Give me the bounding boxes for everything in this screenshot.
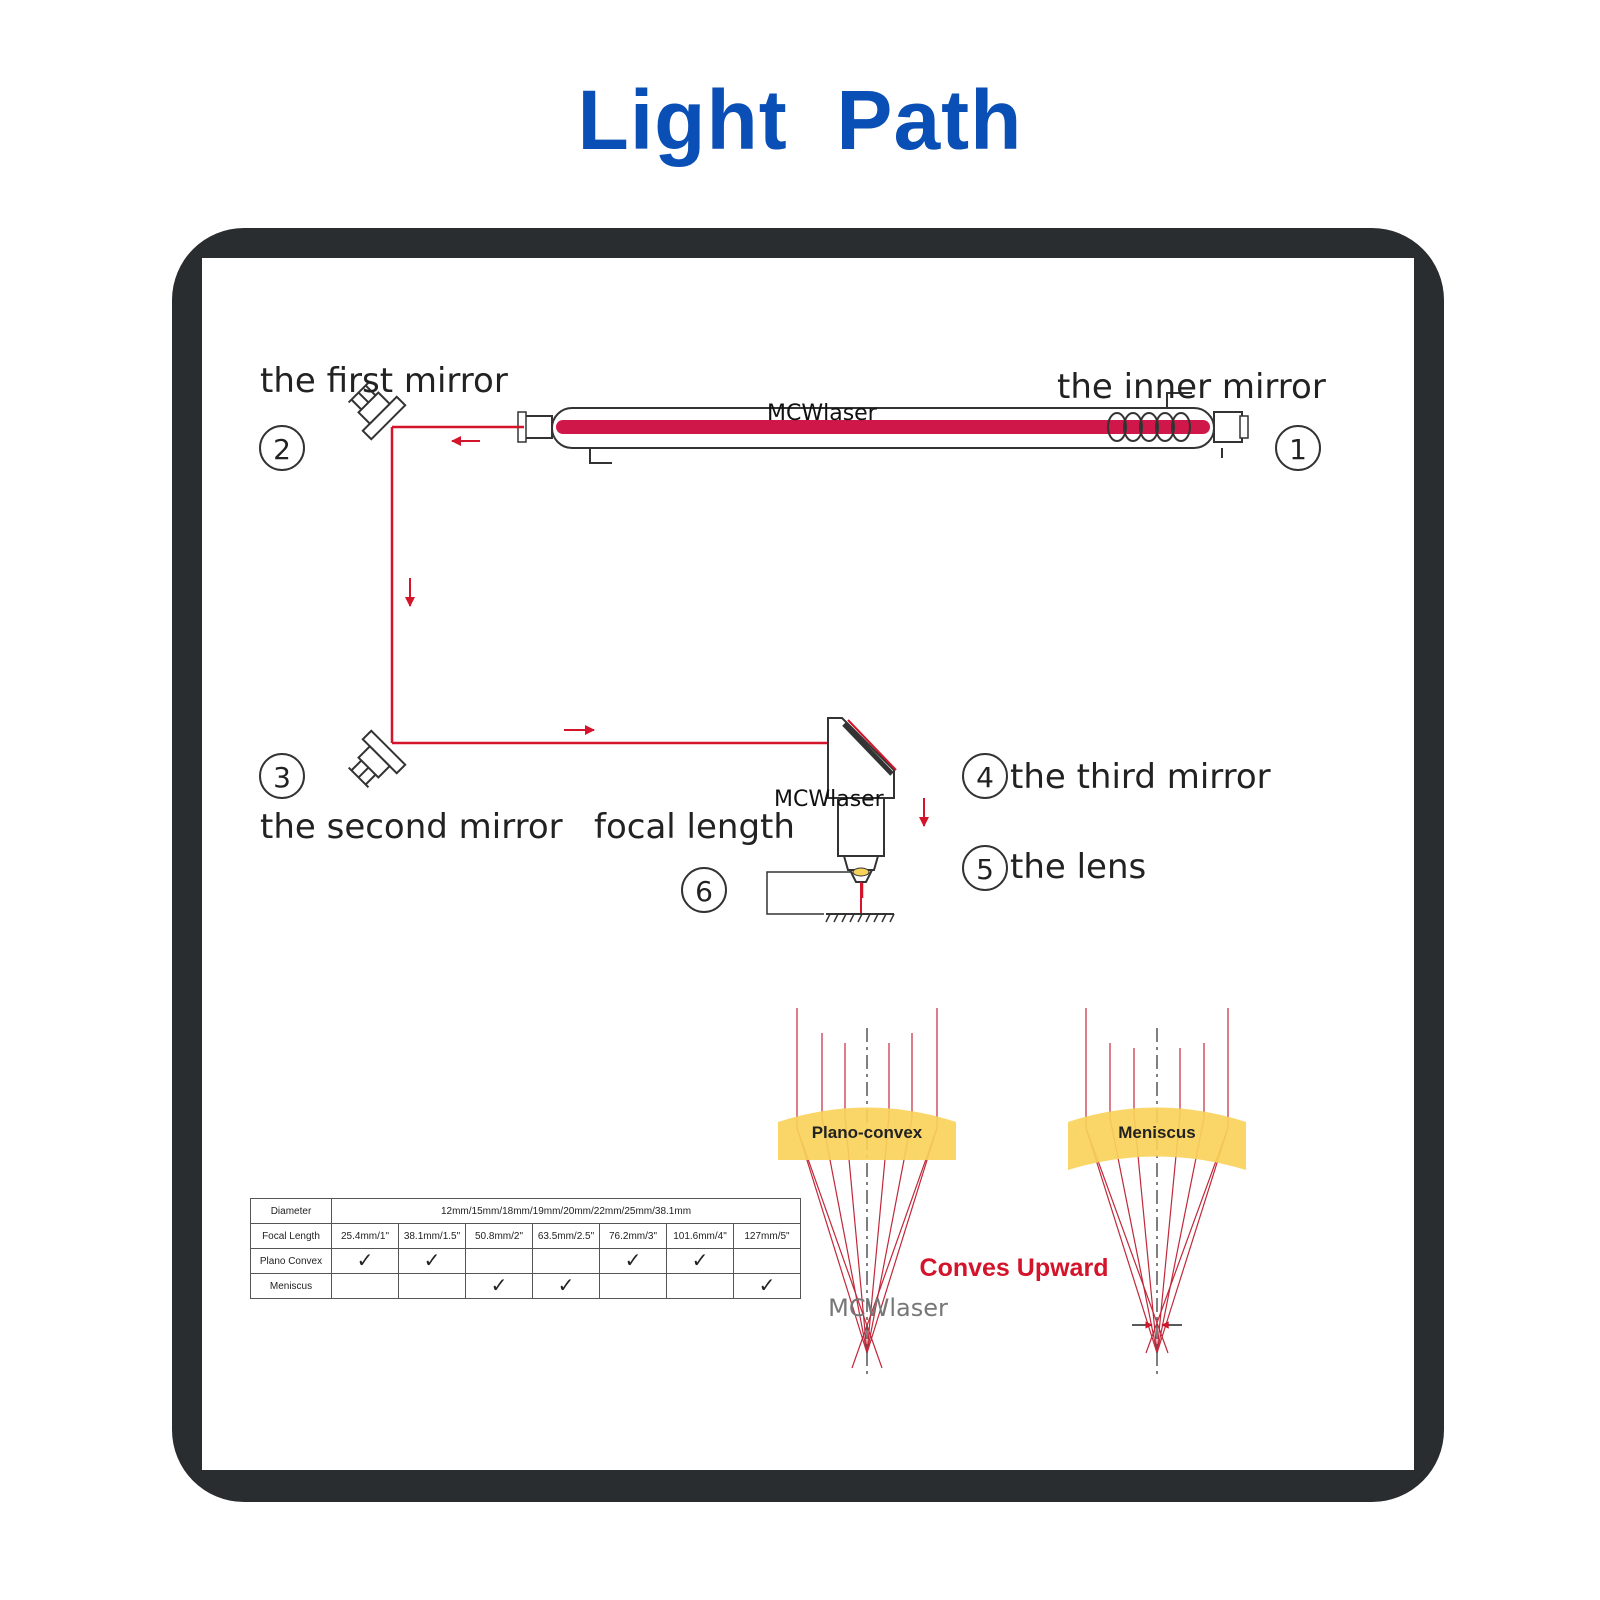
svg-text:3: 3 [273,761,291,794]
conves-upward-note: Conves Upward [920,1254,1109,1282]
check-cell: ✓ [398,1248,466,1274]
check-cell [666,1273,734,1299]
check-cell [599,1273,667,1299]
table-row: Meniscus ✓ ✓ ✓ [250,1273,801,1299]
second-mirror [347,729,407,789]
table-cell: 76.2mm/3" [599,1223,667,1249]
tube-coil [1107,412,1191,442]
check-cell: ✓ [599,1248,667,1274]
page-title: Light Path [577,73,1023,167]
table-row: Diameter 12mm/15mm/18mm/19mm/20mm/22mm/2… [250,1198,801,1224]
badge-2: 2 [259,425,305,471]
check-cell [733,1248,801,1274]
label-inner-mirror: the inner mirror [1057,367,1326,407]
table-header: Plano Convex [250,1248,332,1274]
watermark: MCWlaser [767,401,878,426]
badge-5: 5 [962,845,1008,891]
plano-convex-label: Plano-convex [812,1123,923,1142]
focus-lens [852,867,870,877]
table-cell: 25.4mm/1" [331,1223,399,1249]
focal-length-bracket [766,871,850,915]
meniscus-label: Meniscus [1118,1123,1195,1142]
laser-tube [517,392,1249,464]
badge-1: 1 [1275,425,1321,471]
check-cell: ✓ [733,1273,801,1299]
table-header: Meniscus [250,1273,332,1299]
table-header: Diameter [250,1198,332,1224]
table-cell: 101.6mm/4" [666,1223,734,1249]
badge-3: 3 [259,753,305,799]
diagram-frame: MCWlaser [172,228,1444,1502]
svg-text:1: 1 [1289,433,1307,466]
check-cell: ✓ [666,1248,734,1274]
check-cell: ✓ [465,1273,533,1299]
check-cell [532,1248,600,1274]
svg-text:6: 6 [695,875,713,908]
meniscus-diagram: Meniscus [1068,1008,1246,1378]
check-cell: ✓ [532,1273,600,1299]
label-lens: the lens [1010,847,1146,887]
badge-4: 4 [962,753,1008,799]
svg-text:5: 5 [976,853,994,886]
table-cell: 50.8mm/2" [465,1223,533,1249]
check-cell [331,1273,399,1299]
badge-6: 6 [681,867,727,913]
watermark: MCWlaser [774,787,885,812]
svg-text:2: 2 [273,433,291,466]
lens-spec-table: Diameter 12mm/15mm/18mm/19mm/20mm/22mm/2… [250,1198,801,1299]
table-cell: 38.1mm/1.5" [398,1223,466,1249]
table-cell: 127mm/5" [733,1223,801,1249]
label-first-mirror: the first mirror [260,361,508,401]
label-second-mirror: the second mirror [260,807,563,847]
tube-core [556,420,1210,434]
label-third-mirror: the third mirror [1010,757,1271,797]
table-cell: 12mm/15mm/18mm/19mm/20mm/22mm/25mm/38.1m… [331,1198,801,1224]
check-cell: ✓ [331,1248,399,1274]
label-focal-length: focal length [594,807,795,847]
svg-text:4: 4 [976,761,994,794]
watermark: MCWlaser [828,1294,948,1322]
table-row: Plano Convex ✓ ✓ ✓ ✓ [250,1248,801,1274]
table-row: Focal Length 25.4mm/1" 38.1mm/1.5" 50.8m… [250,1223,801,1249]
laser-head [766,717,897,923]
check-cell [465,1248,533,1274]
plano-convex-diagram: Plano-convex MCWlaser [778,1008,956,1378]
table-cell: 63.5mm/2.5" [532,1223,600,1249]
diagram-panel: MCWlaser [202,258,1414,1470]
light-path-diagram: MCWlaser [259,361,1326,1378]
beam-direction-arrows [405,436,929,827]
first-mirror [347,381,407,441]
check-cell [398,1273,466,1299]
table-header: Focal Length [250,1223,332,1249]
